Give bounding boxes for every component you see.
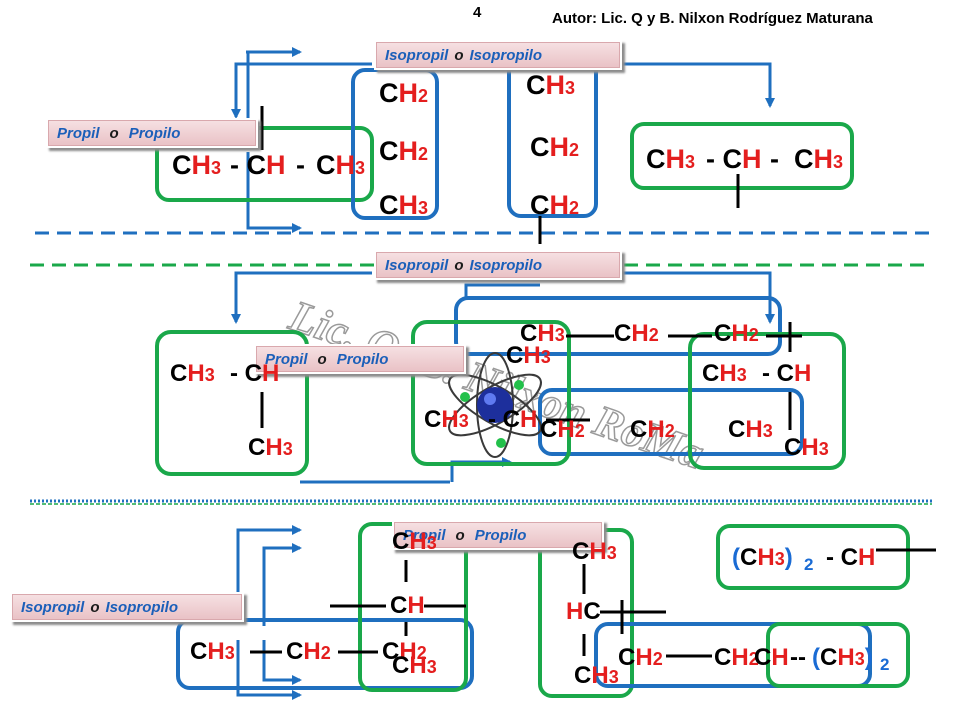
- label-or: o: [455, 526, 465, 544]
- group-dash-ch: - CH: [706, 144, 762, 174]
- label-or: o: [317, 350, 327, 368]
- label-word-1: Propil: [403, 526, 446, 544]
- label-or: o: [90, 598, 100, 616]
- group-ch3: CH3: [316, 150, 366, 180]
- label-or: o: [454, 256, 464, 274]
- bond-dash: --: [790, 644, 806, 671]
- group-ch2: CH2: [530, 190, 580, 220]
- label-word-1: Isopropil: [21, 598, 85, 616]
- label-word-1: Isopropil: [385, 256, 449, 274]
- subscript-2: 2: [880, 655, 890, 674]
- subscript-2: 2: [804, 555, 814, 574]
- group-ch3-paren: (CH3): [812, 644, 873, 671]
- group-ch3: CH3: [190, 638, 235, 665]
- group-ch2: CH2: [379, 136, 429, 166]
- label-word-2: Isopropilo: [469, 256, 543, 274]
- label-word-1: Isopropil: [385, 46, 449, 64]
- label-word-2: Propilo: [474, 526, 527, 544]
- bond-dash: -: [296, 150, 305, 180]
- group-ch2: CH2: [379, 78, 429, 108]
- label-or: o: [454, 46, 464, 64]
- group-hc: HC: [566, 598, 601, 625]
- group-ch3: CH3: [794, 144, 844, 174]
- group-ch3: CH3: [172, 150, 222, 180]
- group-ch2: CH2: [286, 638, 331, 665]
- group-dash-ch: - CH: [230, 360, 280, 387]
- label-word-1: Propil: [265, 350, 308, 368]
- bond-dash: -: [770, 144, 779, 174]
- group-ch: CH: [390, 592, 425, 619]
- group-ch3: CH3: [572, 538, 617, 565]
- group-ch3: CH3: [248, 434, 293, 461]
- arrows-section-3: [236, 525, 302, 700]
- bonds-section-1: [260, 106, 740, 244]
- group-ch2: CH2: [630, 416, 675, 443]
- group-ch2: CH2: [714, 320, 759, 347]
- group-dash-ch: - CH: [488, 406, 538, 433]
- atom-logo-icon: [448, 352, 542, 458]
- label-word-2: Propilo: [128, 124, 181, 142]
- group-dash-ch: - CH: [762, 360, 812, 387]
- group-ch3: CH3: [506, 342, 551, 369]
- page-number: 4: [473, 4, 482, 21]
- group-ch3: CH3: [170, 360, 215, 387]
- label-or: o: [109, 124, 119, 142]
- group-ch2: CH2: [618, 644, 663, 671]
- group-ch: CH: [754, 644, 789, 671]
- group-ch3: CH3: [379, 190, 429, 220]
- group-ch2: CH2: [614, 320, 659, 347]
- label-word-2: Isopropilo: [105, 598, 179, 616]
- bonds-section-3: [250, 548, 936, 658]
- arrows-section-1: [231, 47, 775, 233]
- group-ch2: CH2: [530, 132, 580, 162]
- group-ch3: CH3: [784, 434, 829, 461]
- group-ch3: CH3: [702, 360, 747, 387]
- label-word-2: Isopropilo: [469, 46, 543, 64]
- group-ch3: CH3: [392, 652, 437, 679]
- group-ch2: CH2: [382, 638, 427, 665]
- group-ch3: CH3: [520, 320, 565, 347]
- label-word-1: Propil: [57, 124, 100, 142]
- author-line: Autor: Lic. Q y B. Nilxon Rodríguez Matu…: [552, 10, 873, 27]
- group-dash-ch: - CH: [826, 544, 876, 571]
- label-word-2: Propilo: [336, 350, 389, 368]
- group-ch3-paren: (CH3): [732, 544, 793, 571]
- group-ch3: CH3: [424, 406, 469, 433]
- group-ch3: CH3: [574, 662, 619, 689]
- group-ch2: CH2: [540, 416, 585, 443]
- group-dash-ch: - CH: [230, 150, 286, 180]
- group-ch3: CH3: [646, 144, 696, 174]
- group-ch3: CH3: [526, 70, 576, 100]
- group-ch3: CH3: [392, 528, 437, 555]
- group-ch3: CH3: [728, 416, 773, 443]
- group-ch2: CH2: [714, 644, 759, 671]
